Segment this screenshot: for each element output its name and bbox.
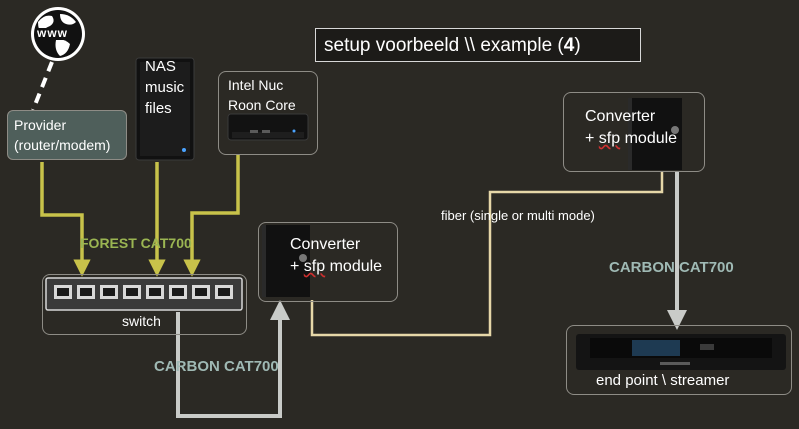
nas-device-icon — [135, 57, 195, 161]
globe-label: www — [37, 26, 69, 40]
provider-sublabel: (router/modem) — [14, 137, 111, 153]
mini-pc-icon — [227, 113, 309, 141]
switch-port-socket — [218, 288, 230, 296]
carbon-cable-label-left: CARBON CAT700 — [154, 358, 279, 375]
switch-port-socket — [172, 288, 184, 296]
forest-cable-label: FOREST CAT700 — [80, 235, 192, 251]
switch-port-socket — [149, 288, 161, 296]
converter-box-left — [258, 222, 398, 302]
nas-label-line2: music — [145, 79, 185, 96]
page-title: setup voorbeeld \\ example (4) — [324, 35, 581, 56]
internet-link — [31, 61, 54, 111]
nas-label-line3: files — [145, 100, 172, 117]
switch-port-socket — [103, 288, 115, 296]
switch-port-socket — [195, 288, 207, 296]
provider-label: Provider — [14, 117, 67, 133]
media-converter-icon — [628, 98, 682, 170]
endpoint-label: end point \ streamer — [596, 372, 730, 389]
switch-box — [42, 274, 247, 335]
nuc-label-line1: Intel Nuc — [228, 77, 284, 93]
streamer-icon — [576, 334, 786, 370]
nuc-box — [218, 71, 318, 155]
carbon-cable-left — [176, 300, 290, 418]
fiber-cable — [310, 172, 664, 337]
switch-label: switch — [122, 313, 161, 329]
switch-port-socket — [57, 288, 69, 296]
converter-right-label: Converter — [585, 108, 656, 125]
carbon-cable-label-right: CARBON CAT700 — [609, 259, 734, 276]
fiber-cable-label: fiber (single or multi mode) — [441, 208, 595, 223]
provider-box: Provider (router/modem) — [7, 110, 127, 160]
forest-cable-nuc — [183, 155, 240, 277]
converter-left-label: Converter — [290, 236, 361, 253]
switch-port-socket — [126, 288, 138, 296]
network-switch-icon — [45, 277, 243, 311]
nas-label-line1: NAS — [145, 58, 176, 75]
switch-port-socket — [80, 288, 92, 296]
title-box: setup voorbeeld \\ example (4) — [315, 28, 641, 62]
endpoint-box — [566, 325, 792, 395]
converter-right-sublabel: + sfp module — [585, 130, 678, 147]
converter-left-sublabel: + sfp module — [290, 258, 383, 275]
converter-box-right — [563, 92, 705, 172]
nuc-label-line2: Roon Core — [228, 97, 296, 113]
globe-icon — [31, 7, 85, 61]
forest-cable-provider — [40, 162, 91, 277]
media-converter-icon — [262, 225, 310, 297]
